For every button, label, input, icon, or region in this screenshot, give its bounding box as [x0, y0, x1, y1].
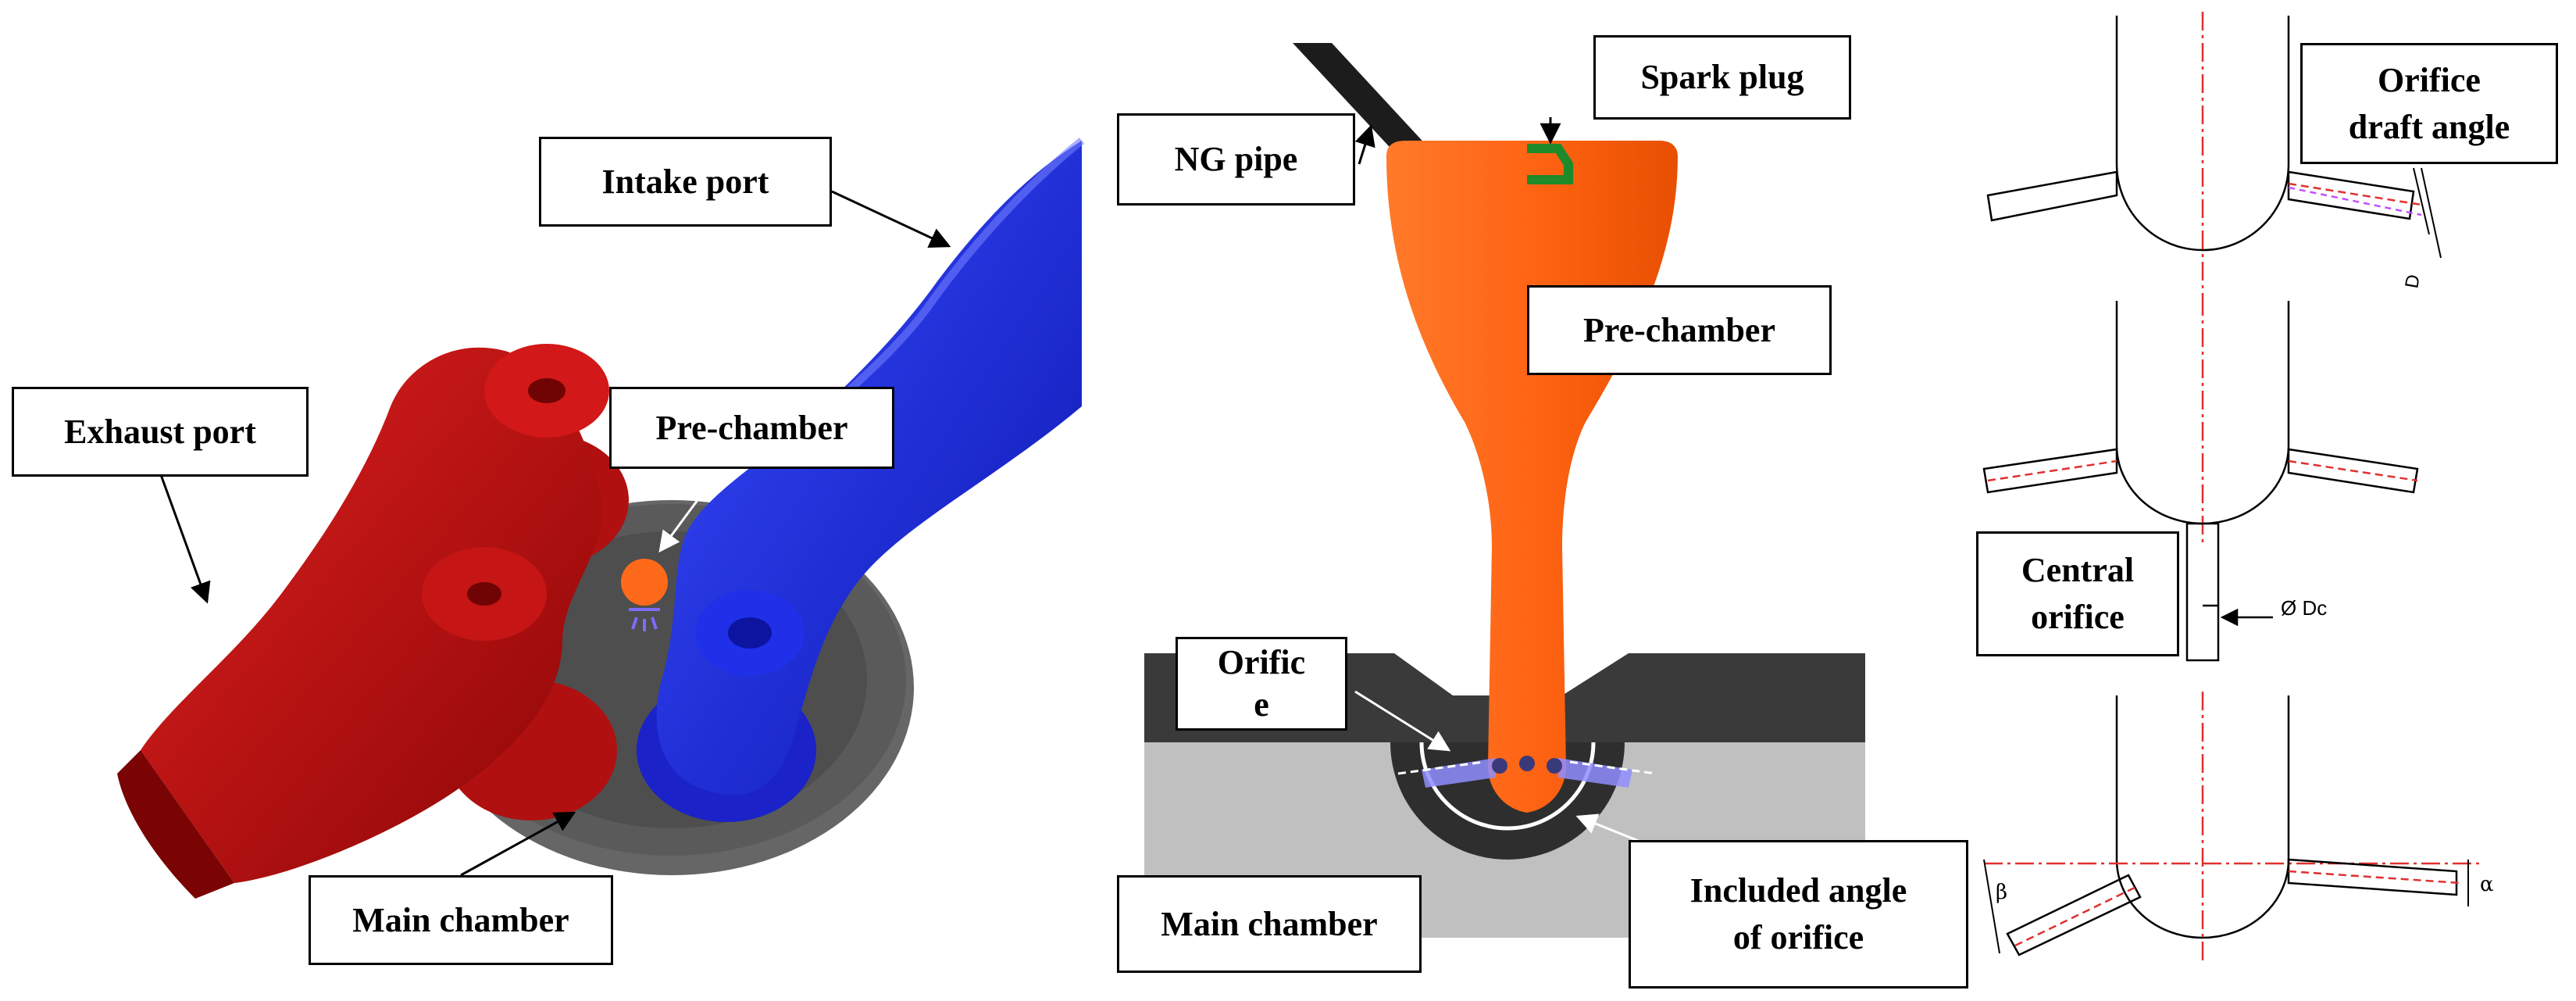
exhaust-port-shape	[141, 347, 603, 884]
pre-chamber-small	[621, 559, 668, 606]
left-panel-3d-engine	[117, 138, 1085, 899]
diagram-central-orifice	[1982, 297, 2419, 662]
label-intake-port: Intake port	[539, 137, 832, 227]
spark-plug-mark	[1527, 144, 1573, 184]
label-main-chamber-middle: Main chamber	[1117, 875, 1422, 973]
label-included-angle: Included angle of orifice	[1629, 840, 1968, 988]
right-panel-orifice-geometry	[1982, 12, 2484, 961]
label-orifice-draft-angle: Orifice draft angle	[2300, 43, 2558, 164]
diagram-included-angle	[1983, 692, 2484, 961]
label-orifice-line1: Orific	[1217, 643, 1306, 681]
orifice-jets	[1397, 756, 1657, 788]
diagram-draft-angle	[1986, 12, 2442, 297]
label-exhaust-port: Exhaust port	[12, 387, 309, 477]
dim-d-label: D	[2401, 273, 2424, 290]
ng-pipe	[1293, 43, 1429, 156]
label-main-chamber-left: Main chamber	[309, 875, 613, 965]
dim-beta-label: β	[1996, 881, 2007, 904]
label-orifice: Orific e	[1176, 637, 1347, 731]
label-pre-chamber-middle: Pre-chamber	[1527, 285, 1832, 375]
label-central-orifice: Central orifice	[1976, 531, 2179, 656]
label-orifice-line2: e	[1254, 685, 1269, 724]
dim-alpha-label: α	[2480, 873, 2494, 896]
label-pre-chamber-left: Pre-chamber	[609, 387, 894, 469]
label-ng-pipe: NG pipe	[1117, 113, 1355, 206]
dim-dc-label: Ø Dc	[2281, 596, 2327, 620]
label-spark-plug: Spark plug	[1593, 35, 1851, 120]
